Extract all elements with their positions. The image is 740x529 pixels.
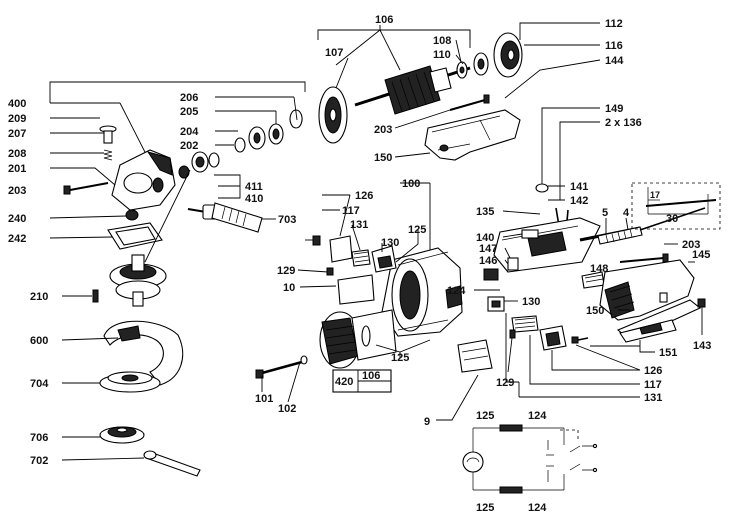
side-handle-703 [187,202,276,233]
label-142: 142 [570,195,588,207]
brush-right-group [505,313,641,398]
label-143: 143 [693,340,711,352]
label-2x136: 2 x 136 [605,117,642,129]
label-201: 201 [8,163,26,175]
label-140: 140 [476,232,494,244]
label-242: 242 [8,233,26,245]
label-420: 420 [335,376,353,388]
label-703: 703 [278,214,296,226]
label-130-right: 130 [522,296,540,308]
label-203-left: 203 [8,185,26,197]
label-240: 240 [8,213,26,225]
armature-group [317,22,600,144]
label-600: 600 [30,335,48,347]
armature [354,65,471,115]
label-702: 702 [30,455,48,467]
gear-107 [318,86,348,144]
label-112: 112 [605,18,623,30]
label-126-top: 126 [355,190,373,202]
label-125-top: 125 [408,224,426,236]
screw-203-left [63,182,109,195]
label-125-wiring-top: 125 [476,410,494,422]
label-117-top: 117 [342,205,360,217]
label-209: 209 [8,113,26,125]
label-124-wiring-bottom: 124 [528,502,547,514]
label-203-top: 203 [374,124,392,136]
wiring-schematic [462,424,598,494]
fan-116 [493,32,523,78]
label-101: 101 [255,393,273,405]
label-129-top: 129 [277,265,295,277]
label-110: 110 [433,49,451,61]
label-107: 107 [325,47,343,59]
label-150-right: 150 [586,305,604,317]
label-125-wiring-bottom: 125 [476,502,494,514]
label-116: 116 [605,40,623,52]
motor-group [255,182,493,421]
label-30: 30 [666,213,678,225]
label-5: 5 [602,207,608,219]
label-206: 206 [180,92,198,104]
label-135: 135 [476,206,494,218]
label-131-bottom: 131 [644,392,662,404]
label-100: 100 [402,178,420,190]
callout-labels: 106 112 107 108 110 116 144 400 209 207 … [8,14,711,514]
label-144: 144 [605,55,624,67]
gear-head-group [49,81,306,263]
label-704: 704 [30,378,49,390]
label-411: 411 [245,181,263,193]
label-124-wiring-top: 124 [528,410,547,422]
spindle-group [61,254,201,477]
label-207: 207 [8,128,26,140]
label-203-right: 203 [682,239,700,251]
label-205: 205 [180,106,198,118]
label-117-bottom: 117 [644,379,662,391]
label-146: 146 [479,255,497,267]
label-706: 706 [30,432,48,444]
label-131-top: 131 [350,219,368,231]
label-208: 208 [8,148,26,160]
label-106: 106 [375,14,393,26]
label-210: 210 [30,291,48,303]
top-housing-group [394,59,601,161]
label-400: 400 [8,98,26,110]
label-151: 151 [659,347,677,359]
label-124-top: 124 [447,285,466,297]
label-108: 108 [433,35,451,47]
label-125-mid: 125 [391,352,409,364]
brush-left-group [297,194,419,305]
label-9: 9 [424,416,430,428]
label-410: 410 [245,193,263,205]
label-126-bottom: 126 [644,365,662,377]
label-149: 149 [605,103,623,115]
label-147: 147 [479,243,497,255]
label-4: 4 [623,207,630,219]
label-145: 145 [692,249,710,261]
label-148: 148 [590,263,608,275]
label-141: 141 [570,181,588,193]
switch-group [474,107,721,353]
label-106-box: 106 [362,370,380,382]
label-130-top: 130 [381,237,399,249]
label-17: 17 [650,190,660,200]
label-202: 202 [180,140,198,152]
label-102: 102 [278,403,296,415]
label-10: 10 [283,282,295,294]
label-150-top: 150 [374,152,392,164]
label-204: 204 [180,126,199,138]
label-129-bottom: 129 [496,377,514,389]
